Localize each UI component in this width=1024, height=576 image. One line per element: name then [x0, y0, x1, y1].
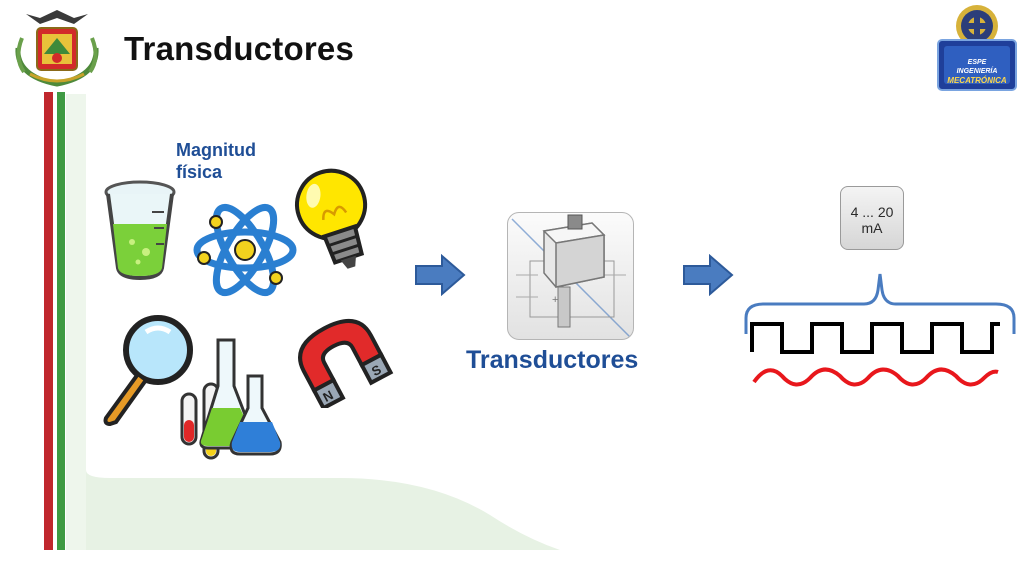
sensor-frame: +	[507, 212, 634, 340]
current-signal-badge: 4 ... 20 mA	[840, 186, 904, 250]
espe-logo-text: ESPE INGENIERÍA MECATRÓNICA	[944, 58, 1010, 85]
beaker-icon	[104, 180, 176, 281]
coat-of-arms-icon	[15, 10, 99, 87]
espe-mecatronica-logo	[937, 5, 1017, 91]
light-bulb-icon	[295, 168, 368, 269]
svg-text:+: +	[552, 294, 558, 306]
flasks-icon	[180, 338, 282, 460]
magnet-icon: N S	[298, 319, 394, 408]
input-label: Magnitud física	[176, 140, 256, 182]
logo-line-1: ESPE	[967, 59, 987, 66]
green-stripe	[57, 92, 65, 550]
logo-line-3: MECATRÓNICA	[947, 76, 1007, 85]
device-label: Transductores	[466, 346, 639, 374]
signal-label: 4 ... 20 mA	[850, 204, 894, 236]
brace-bracket	[744, 273, 1016, 334]
red-stripe	[44, 92, 53, 550]
arrow-right-icon-2	[683, 254, 734, 296]
atom-icon	[193, 203, 297, 297]
sine-wave	[752, 367, 999, 387]
magnifying-glass-icon	[103, 315, 193, 427]
logo-line-2: INGENIERÍA	[956, 68, 998, 75]
sensor-icon: +	[511, 214, 631, 338]
white-stripe	[53, 92, 57, 550]
square-wave	[750, 322, 1000, 354]
arrow-right-icon	[415, 254, 466, 296]
page-title: Transductores	[124, 30, 355, 67]
